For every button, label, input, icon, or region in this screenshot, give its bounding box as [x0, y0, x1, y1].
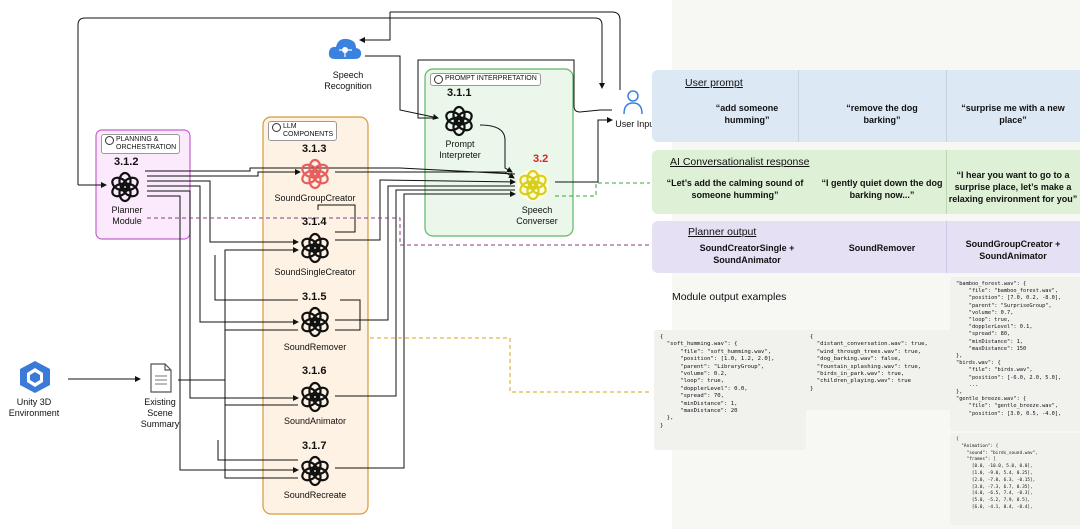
llm-group-label: LLM COMPONENTS: [268, 121, 338, 141]
planner-icon: [111, 171, 139, 203]
sound-remover-number: 3.1.5: [302, 291, 327, 303]
sound-recreate-number: 3.1.7: [302, 440, 327, 452]
code-group: "bamboo_forest.wav": { "file": "bamboo_f…: [956, 281, 1062, 417]
prompt-group-label: PROMPT INTERPRETATION: [430, 73, 541, 86]
document-icon: [150, 363, 172, 393]
ai-response-3: “I hear you want to go to a surprise pla…: [948, 170, 1078, 204]
module-output-title: Module output examples: [672, 291, 787, 303]
ai-response-2: “I gently quiet down the dog barking now…: [821, 178, 943, 200]
sound-remover-label: SoundRemover: [283, 342, 347, 352]
user-input-label: User Input: [615, 119, 657, 129]
sound-group-creator-number: 3.1.3: [302, 143, 327, 155]
planner-number: 3.1.2: [114, 156, 139, 168]
speech-converser-number: 3.2: [533, 153, 549, 165]
code-example-humming: { "soft_humming.wav": { "file": "soft_hu…: [654, 330, 806, 450]
scene-summary-label: Existing Scene Summary: [140, 397, 180, 429]
sound-single-creator-label: SoundSingleCreator: [274, 267, 356, 277]
ai-response-title: AI Conversationalist response: [670, 156, 810, 168]
code-animator: { "Animation": { "sound": "birds_sound.w…: [956, 437, 1038, 510]
sound-group-creator-icon: [301, 158, 329, 190]
sound-group-creator-label: SoundGroupCreator: [274, 193, 356, 203]
code-example-animator: { "Animation": { "sound": "birds_sound.w…: [950, 433, 1080, 525]
prompt-interpreter-label: Prompt Interpreter: [439, 139, 481, 160]
code-example-remover: { "distant_conversation.wav": true, "win…: [804, 330, 954, 410]
user-icon: [623, 90, 643, 115]
openai-mini-icon: [272, 123, 281, 132]
speech-converser-icon: [517, 169, 549, 201]
speech-recognition-label: Speech Recognition: [324, 70, 372, 91]
planner-label: Planner Module: [111, 205, 143, 226]
planner-output-3: SoundGroupCreator + SoundAnimator: [965, 239, 1061, 261]
planning-group-label: PLANNING & ORCHESTRATION: [101, 134, 181, 154]
code-remover: { "distant_conversation.wav": true, "win…: [810, 334, 928, 392]
sound-animator-number: 3.1.6: [302, 365, 327, 377]
code-humming: { "soft_humming.wav": { "file": "soft_hu…: [660, 334, 775, 429]
ai-response-1: “Let’s add the calming sound of someone …: [666, 178, 804, 200]
sound-recreate-icon: [301, 455, 329, 487]
ai-response-band: AI Conversationalist response “Let’s add…: [652, 150, 1080, 214]
code-example-group: "bamboo_forest.wav": { "file": "bamboo_f…: [950, 277, 1080, 431]
planner-output-band: Planner output SoundCreatorSingle + Soun…: [652, 221, 1080, 273]
planner-output-1: SoundCreatorSingle + SoundAnimator: [699, 243, 795, 265]
sound-animator-label: SoundAnimator: [283, 416, 347, 426]
planner-output-title: Planner output: [688, 226, 757, 238]
prompt-interpreter-number: 3.1.1: [447, 87, 472, 99]
sound-recreate-label: SoundRecreate: [283, 490, 347, 500]
cloud-speech-icon: [328, 38, 362, 59]
sound-single-creator-icon: [301, 232, 329, 264]
speech-converser-label: Speech Converser: [516, 205, 558, 226]
openai-mini-icon: [434, 75, 443, 84]
unity-icon: [20, 361, 50, 393]
prompt-interpreter-icon: [445, 105, 473, 137]
user-prompt-3: “surprise me with a new place”: [961, 103, 1065, 125]
user-prompt-2: “remove the dog barking”: [846, 103, 918, 125]
user-prompt-title: User prompt: [685, 77, 743, 89]
user-prompt-band: User prompt “add someone humming” “remov…: [652, 70, 1080, 142]
unity-label: Unity 3D Environment: [8, 397, 60, 418]
sound-remover-icon: [301, 306, 329, 338]
planner-output-2: SoundRemover: [848, 243, 916, 253]
openai-mini-icon: [105, 136, 114, 145]
sound-single-creator-number: 3.1.4: [302, 216, 327, 228]
user-prompt-1: “add someone humming”: [715, 103, 779, 125]
sound-animator-icon: [301, 381, 329, 413]
